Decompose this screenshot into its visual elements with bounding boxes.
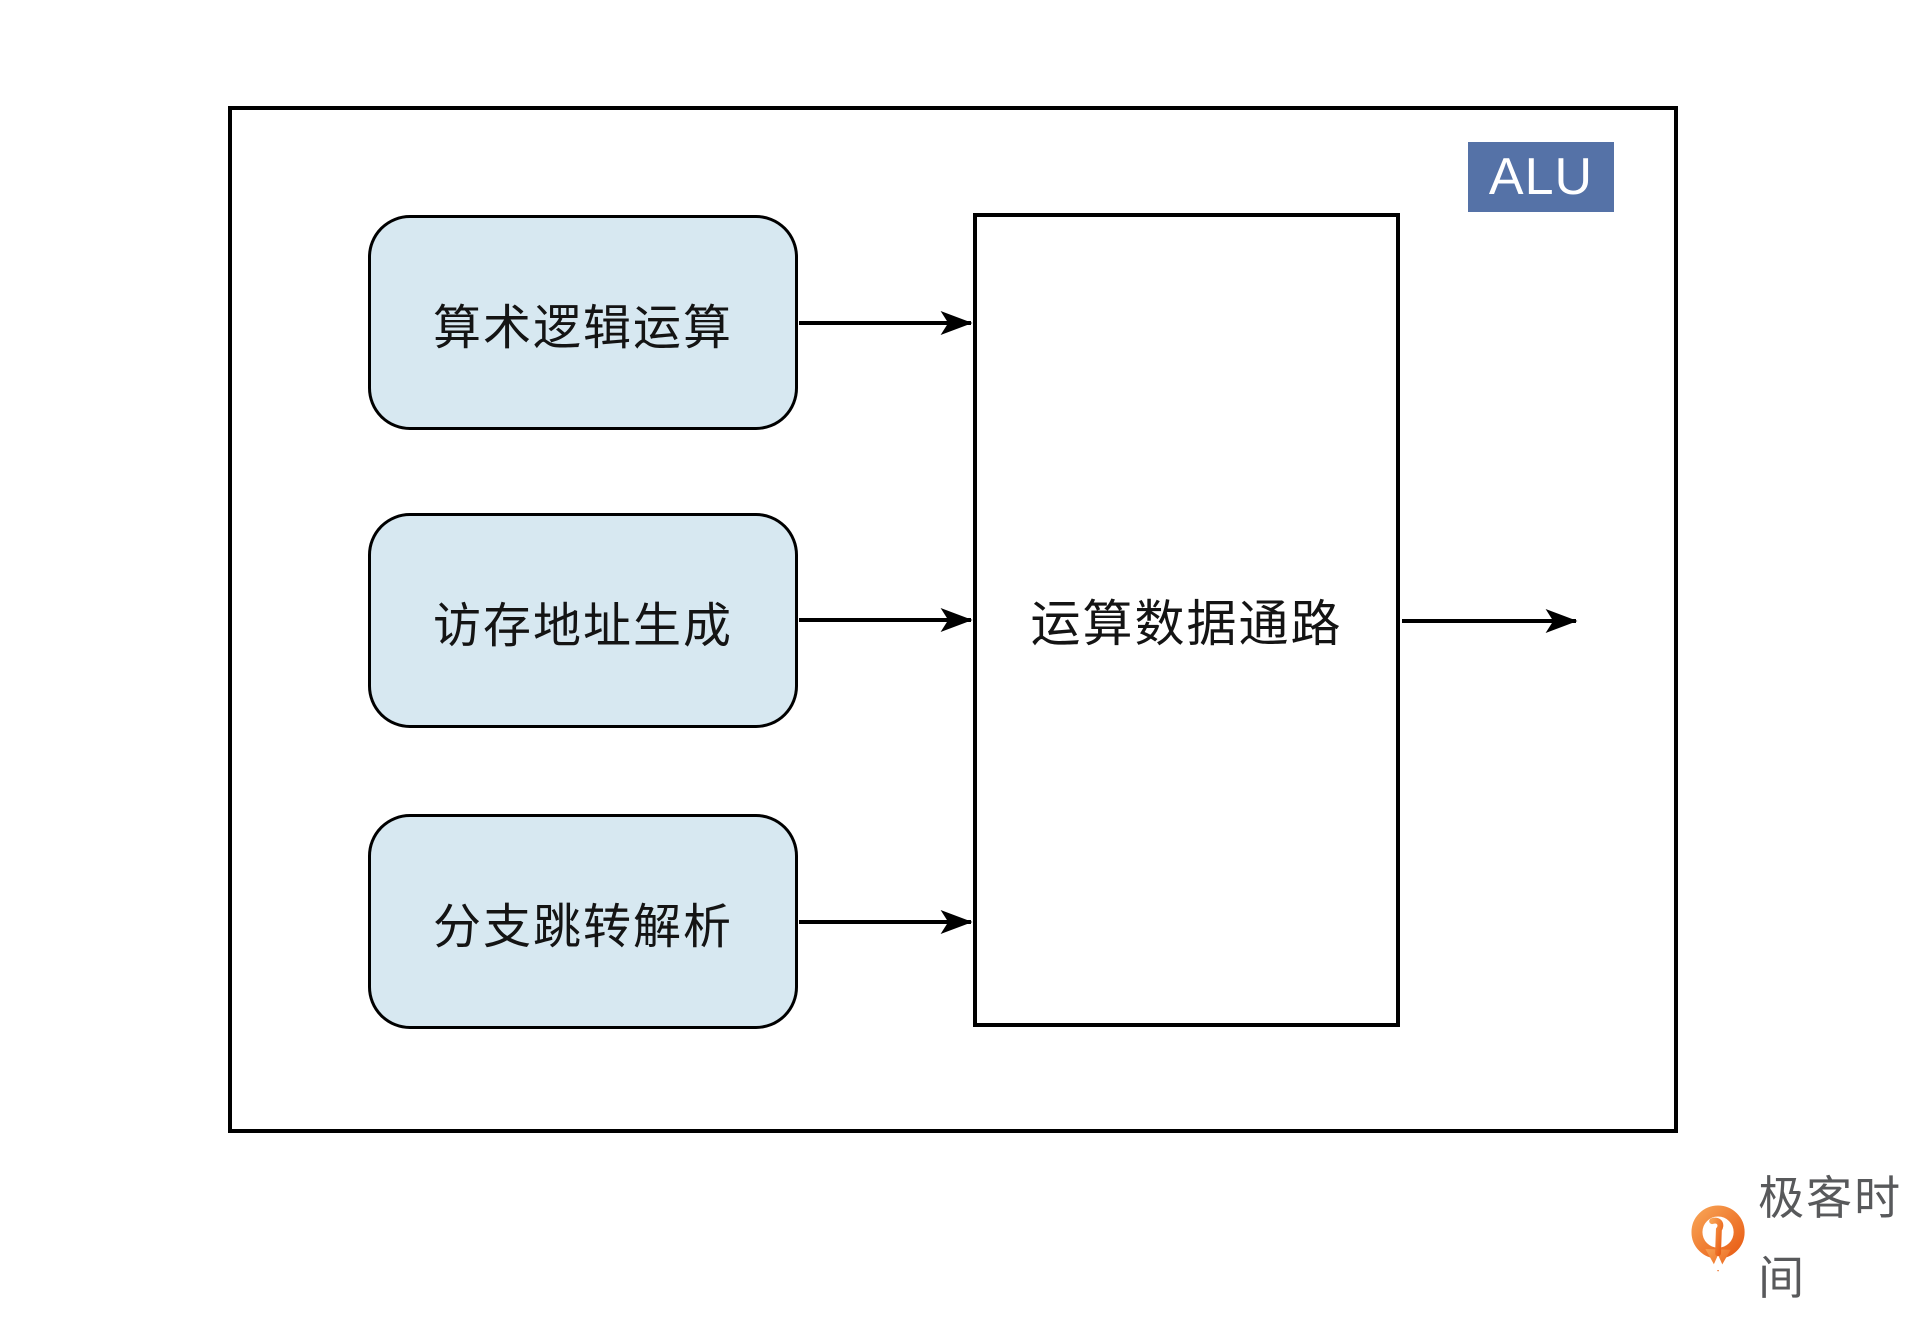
node-arithmetic-logic: 算术逻辑运算 (368, 215, 798, 430)
node-branch-jump-label: 分支跳转解析 (432, 900, 733, 954)
geektime-logo-icon (1691, 1205, 1745, 1272)
node-branch-jump: 分支跳转解析 (368, 814, 798, 1029)
geektime-logo-text: 极客时间 (1758, 1172, 1903, 1304)
node-datapath-label: 运算数据通路 (1030, 596, 1343, 652)
diagram-canvas: ALU 算术逻辑运算 访存地址生成 分支跳转解析 运算数据通路 (228, 106, 1901, 1304)
node-memory-address: 访存地址生成 (368, 513, 798, 728)
geektime-logo: 极客时间 (1686, 1158, 1920, 1318)
node-arithmetic-logic-label: 算术逻辑运算 (432, 301, 733, 355)
node-datapath: 运算数据通路 (973, 213, 1400, 1027)
node-memory-address-label: 访存地址生成 (432, 599, 733, 653)
alu-badge: ALU (1468, 142, 1614, 212)
